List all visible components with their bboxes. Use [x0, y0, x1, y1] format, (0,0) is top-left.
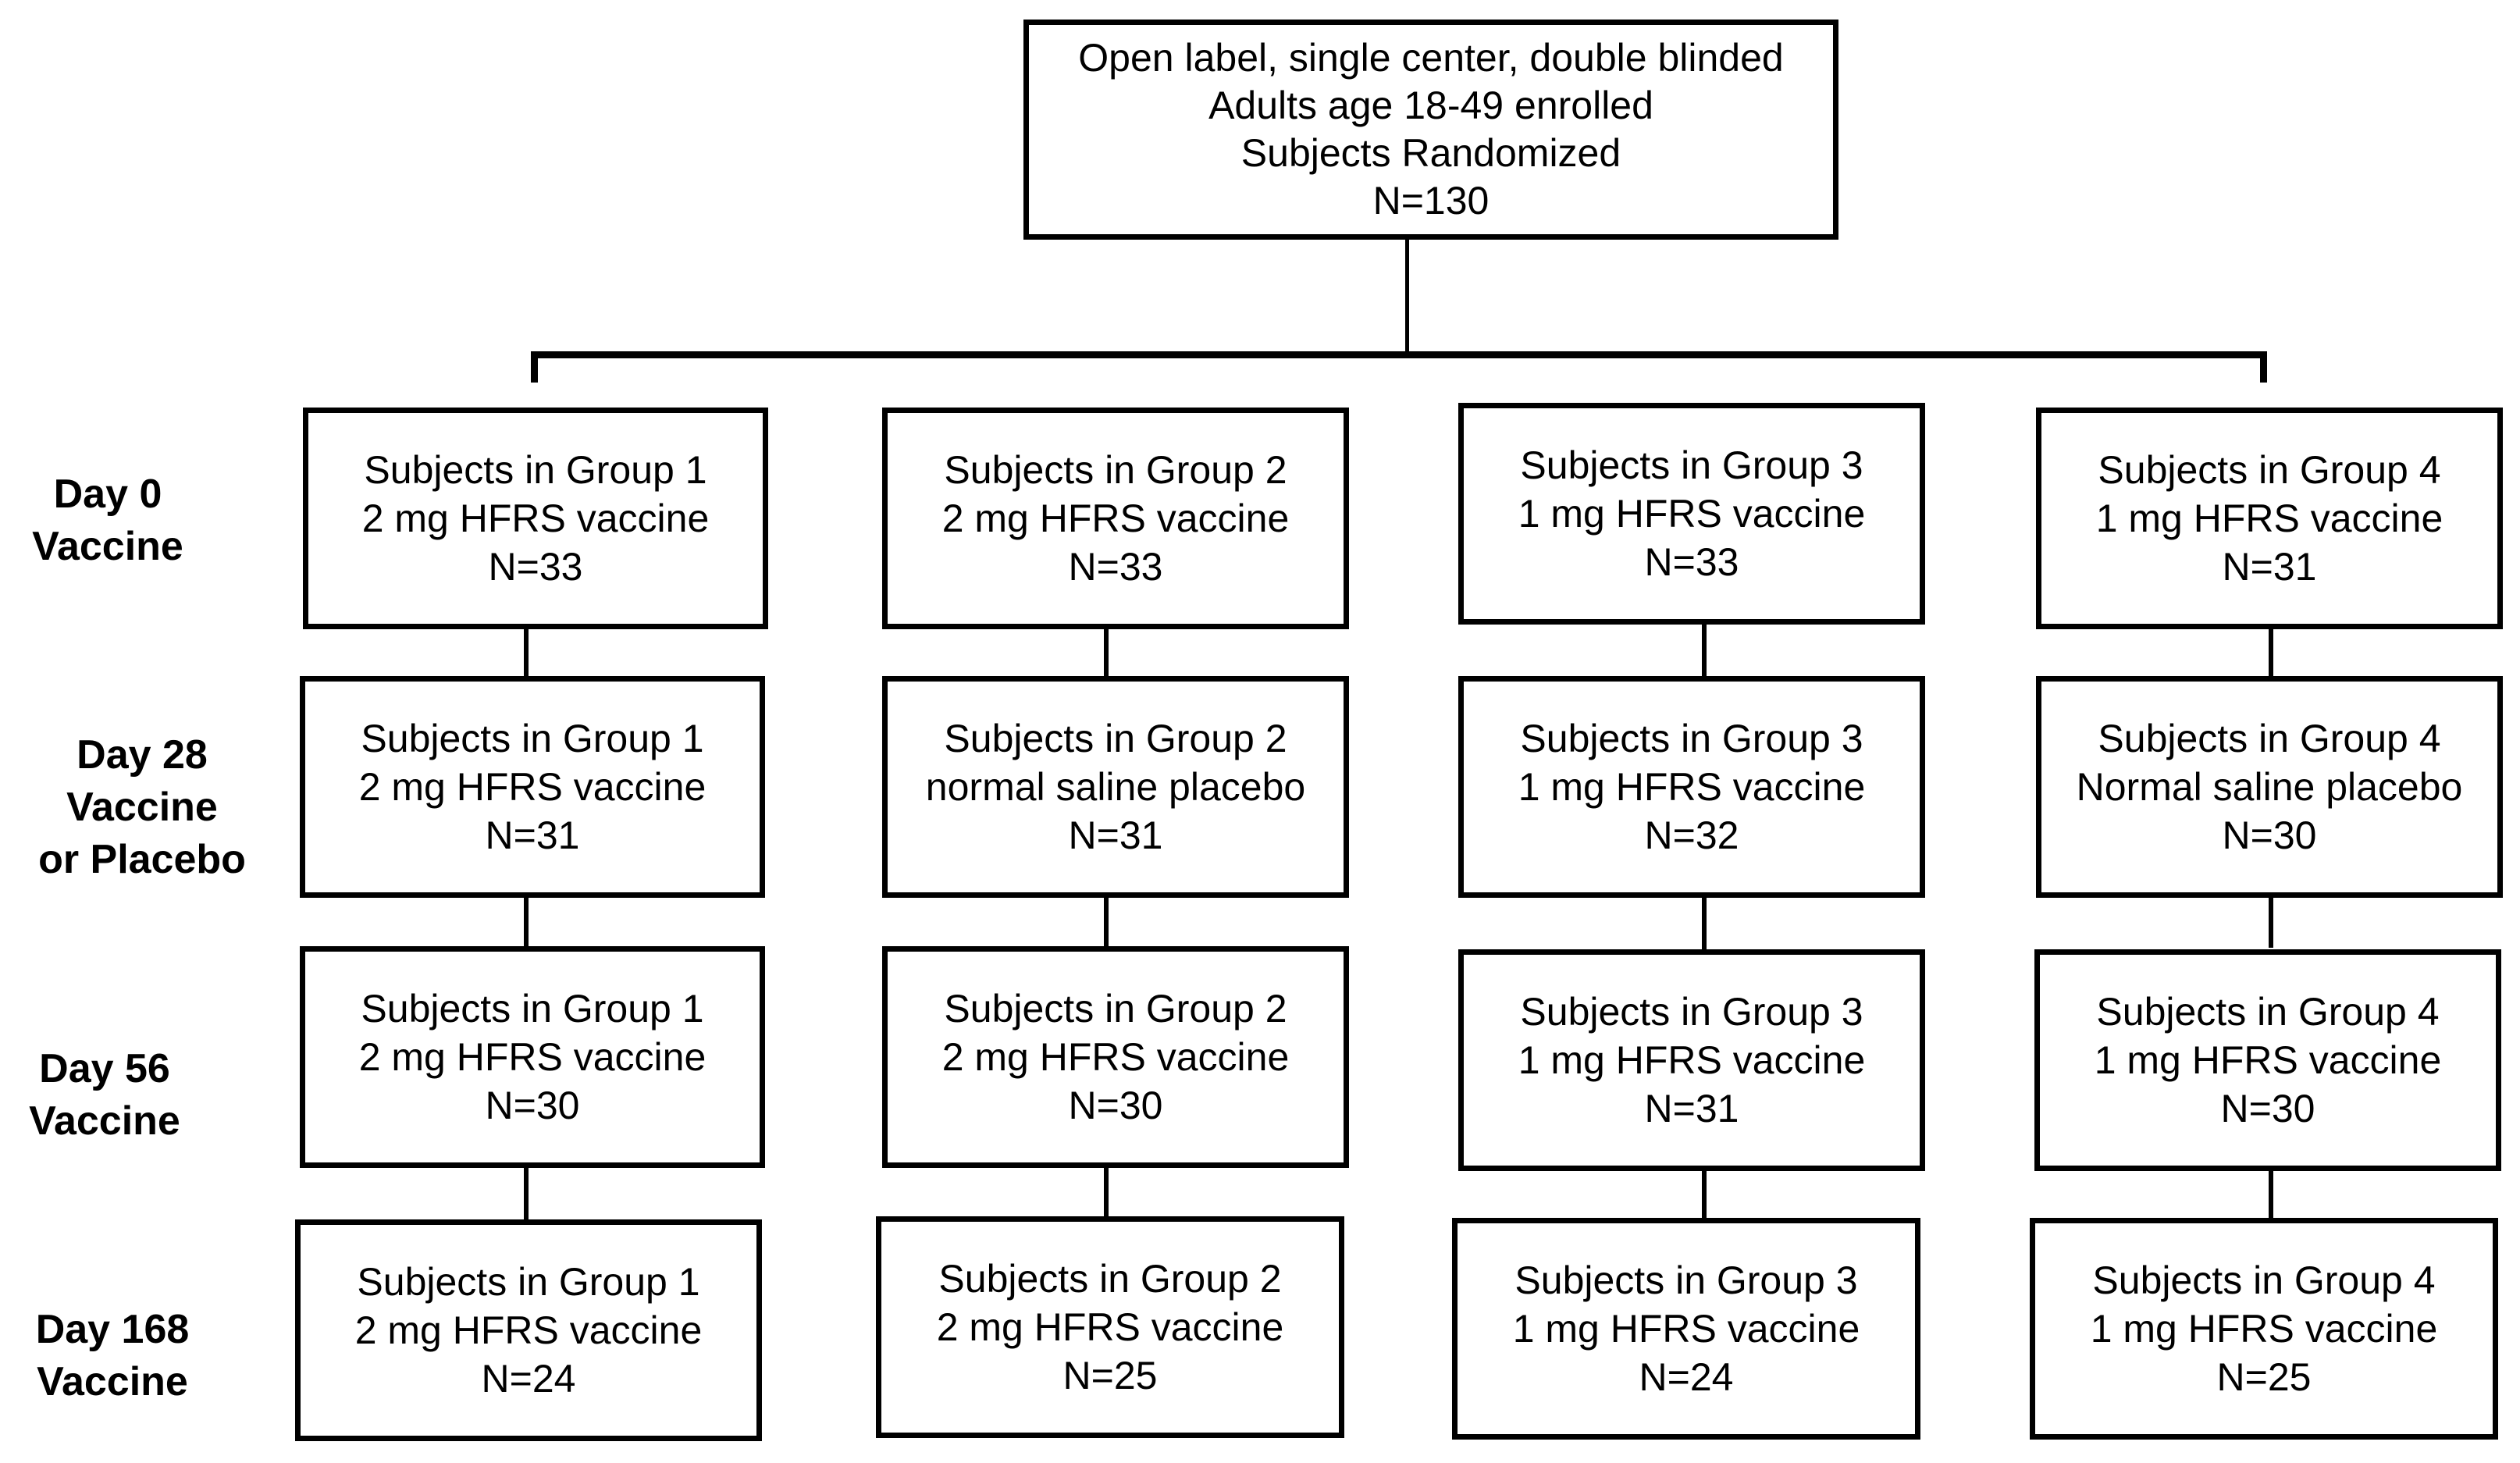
group-name: Subjects in Group 2 — [938, 1257, 1282, 1301]
treatment: 1 mg HFRS vaccine — [2090, 1307, 2438, 1351]
connector-col3-row1 — [1702, 621, 1707, 676]
group-4-day-56-box: Subjects in Group 4 1 mg HFRS vaccine N=… — [2034, 949, 2501, 1171]
subject-count: N=30 — [485, 1084, 580, 1127]
branch-bar — [531, 351, 2267, 358]
subject-count: N=31 — [1644, 1087, 1739, 1130]
treatment: 1 mg HFRS vaccine — [1512, 1307, 1860, 1351]
branch-drop-right — [2260, 351, 2267, 383]
group-1-day-28-box: Subjects in Group 1 2 mg HFRS vaccine N=… — [300, 676, 765, 898]
treatment: 1 mg HFRS vaccine — [1518, 765, 1866, 809]
treatment: 2 mg HFRS vaccine — [936, 1305, 1284, 1349]
connector-col4-row1 — [2269, 625, 2273, 676]
subject-count: N=31 — [485, 813, 580, 857]
enrollment-line-2: Adults age 18-49 enrolled — [1208, 84, 1653, 127]
group-name: Subjects in Group 2 — [944, 717, 1287, 760]
subject-count: N=32 — [1644, 813, 1739, 857]
group-2-day-168-box: Subjects in Group 2 2 mg HFRS vaccine N=… — [876, 1216, 1344, 1438]
day-label-day-28: Day 28 Vaccine or Placebo — [9, 729, 275, 886]
treatment: 2 mg HFRS vaccine — [354, 1308, 703, 1352]
day-label-day-168: Day 168 Vaccine — [0, 1304, 245, 1408]
treatment: 1 mg HFRS vaccine — [2095, 497, 2443, 540]
day-label-subtitle: Vaccine — [66, 785, 218, 830]
group-name: Subjects in Group 1 — [357, 1260, 700, 1304]
group-name: Subjects in Group 1 — [361, 987, 704, 1031]
connector-col1-row1 — [524, 625, 529, 676]
subject-count: N=31 — [1068, 813, 1163, 857]
subject-count: N=33 — [488, 545, 583, 589]
day-label-day-0: Day 0 Vaccine — [0, 468, 240, 573]
connector-col1-row2 — [524, 895, 529, 948]
connector-col3-row2 — [1702, 895, 1707, 951]
group-2-day-28-box: Subjects in Group 2 normal saline placeb… — [882, 676, 1349, 898]
subject-count: N=30 — [2220, 1087, 2315, 1130]
treatment: 1 mg HFRS vaccine — [2094, 1038, 2442, 1082]
group-name: Subjects in Group 1 — [361, 717, 704, 760]
subject-count: N=31 — [2222, 545, 2317, 589]
group-name: Subjects in Group 2 — [944, 987, 1287, 1031]
group-2-day-0-box: Subjects in Group 2 2 mg HFRS vaccine N=… — [882, 408, 1349, 629]
group-name: Subjects in Group 4 — [2098, 448, 2441, 492]
group-name: Subjects in Group 4 — [2092, 1258, 2436, 1302]
subject-count: N=30 — [2222, 813, 2317, 857]
treatment: Normal saline placebo — [2076, 765, 2463, 809]
treatment: 1 mg HFRS vaccine — [1518, 492, 1866, 536]
day-label-title: Day 56 — [39, 1046, 170, 1091]
enrollment-total: N=130 — [1372, 179, 1490, 222]
group-name: Subjects in Group 1 — [364, 448, 707, 492]
day-label-day-56: Day 56 Vaccine — [0, 1043, 237, 1148]
group-name: Subjects in Group 3 — [1520, 443, 1863, 487]
connector-col1-row3 — [524, 1165, 529, 1221]
day-label-title: Day 0 — [53, 472, 162, 517]
treatment: 2 mg HFRS vaccine — [941, 1035, 1290, 1079]
enrollment-box: Open label, single center, double blinde… — [1023, 20, 1838, 240]
subject-count: N=24 — [481, 1357, 576, 1401]
day-label-title: Day 168 — [35, 1307, 190, 1352]
group-4-day-0-box: Subjects in Group 4 1 mg HFRS vaccine N=… — [2036, 408, 2503, 629]
subject-count: N=25 — [1062, 1354, 1158, 1397]
treatment: 2 mg HFRS vaccine — [358, 765, 707, 809]
day-label-subtitle-2: or Placebo — [38, 837, 246, 882]
treatment: normal saline placebo — [925, 765, 1306, 809]
subject-count: N=25 — [2216, 1355, 2312, 1399]
treatment: 2 mg HFRS vaccine — [358, 1035, 707, 1079]
group-name: Subjects in Group 4 — [2098, 717, 2441, 760]
group-3-day-56-box: Subjects in Group 3 1 mg HFRS vaccine N=… — [1458, 949, 1925, 1171]
group-1-day-56-box: Subjects in Group 1 2 mg HFRS vaccine N=… — [300, 946, 765, 1168]
group-name: Subjects in Group 4 — [2096, 990, 2440, 1034]
treatment: 1 mg HFRS vaccine — [1518, 1038, 1866, 1082]
group-3-day-168-box: Subjects in Group 3 1 mg HFRS vaccine N=… — [1452, 1218, 1920, 1440]
group-1-day-168-box: Subjects in Group 1 2 mg HFRS vaccine N=… — [295, 1219, 762, 1441]
subject-count: N=33 — [1644, 540, 1739, 584]
day-label-subtitle: Vaccine — [29, 1098, 180, 1144]
day-label-subtitle: Vaccine — [32, 524, 183, 569]
day-label-subtitle: Vaccine — [37, 1359, 188, 1404]
subject-count: N=33 — [1068, 545, 1163, 589]
connector-col4-row3 — [2269, 1165, 2273, 1221]
group-4-day-168-box: Subjects in Group 4 1 mg HFRS vaccine N=… — [2030, 1218, 2498, 1440]
connector-col2-row1 — [1104, 625, 1109, 676]
group-name: Subjects in Group 2 — [944, 448, 1287, 492]
group-2-day-56-box: Subjects in Group 2 2 mg HFRS vaccine N=… — [882, 946, 1349, 1168]
group-name: Subjects in Group 3 — [1520, 990, 1863, 1034]
day-label-title: Day 28 — [77, 732, 208, 778]
group-3-day-28-box: Subjects in Group 3 1 mg HFRS vaccine N=… — [1458, 676, 1925, 898]
subject-count: N=30 — [1068, 1084, 1163, 1127]
group-name: Subjects in Group 3 — [1520, 717, 1863, 760]
group-1-day-0-box: Subjects in Group 1 2 mg HFRS vaccine N=… — [303, 408, 768, 629]
treatment: 2 mg HFRS vaccine — [941, 497, 1290, 540]
connector-col2-row2 — [1104, 895, 1109, 948]
enrollment-line-3: Subjects Randomized — [1240, 131, 1621, 175]
group-name: Subjects in Group 3 — [1514, 1258, 1858, 1302]
group-4-day-28-box: Subjects in Group 4 Normal saline placeb… — [2036, 676, 2503, 898]
trunk-connector — [1405, 237, 1409, 354]
connector-col4-row2 — [2269, 895, 2273, 948]
branch-drop-left — [531, 351, 538, 383]
subject-count: N=24 — [1639, 1355, 1734, 1399]
group-3-day-0-box: Subjects in Group 3 1 mg HFRS vaccine N=… — [1458, 403, 1925, 625]
connector-col3-row3 — [1702, 1168, 1707, 1221]
connector-col2-row3 — [1104, 1165, 1109, 1221]
enrollment-line-1: Open label, single center, double blinde… — [1078, 36, 1784, 80]
treatment: 2 mg HFRS vaccine — [361, 497, 710, 540]
